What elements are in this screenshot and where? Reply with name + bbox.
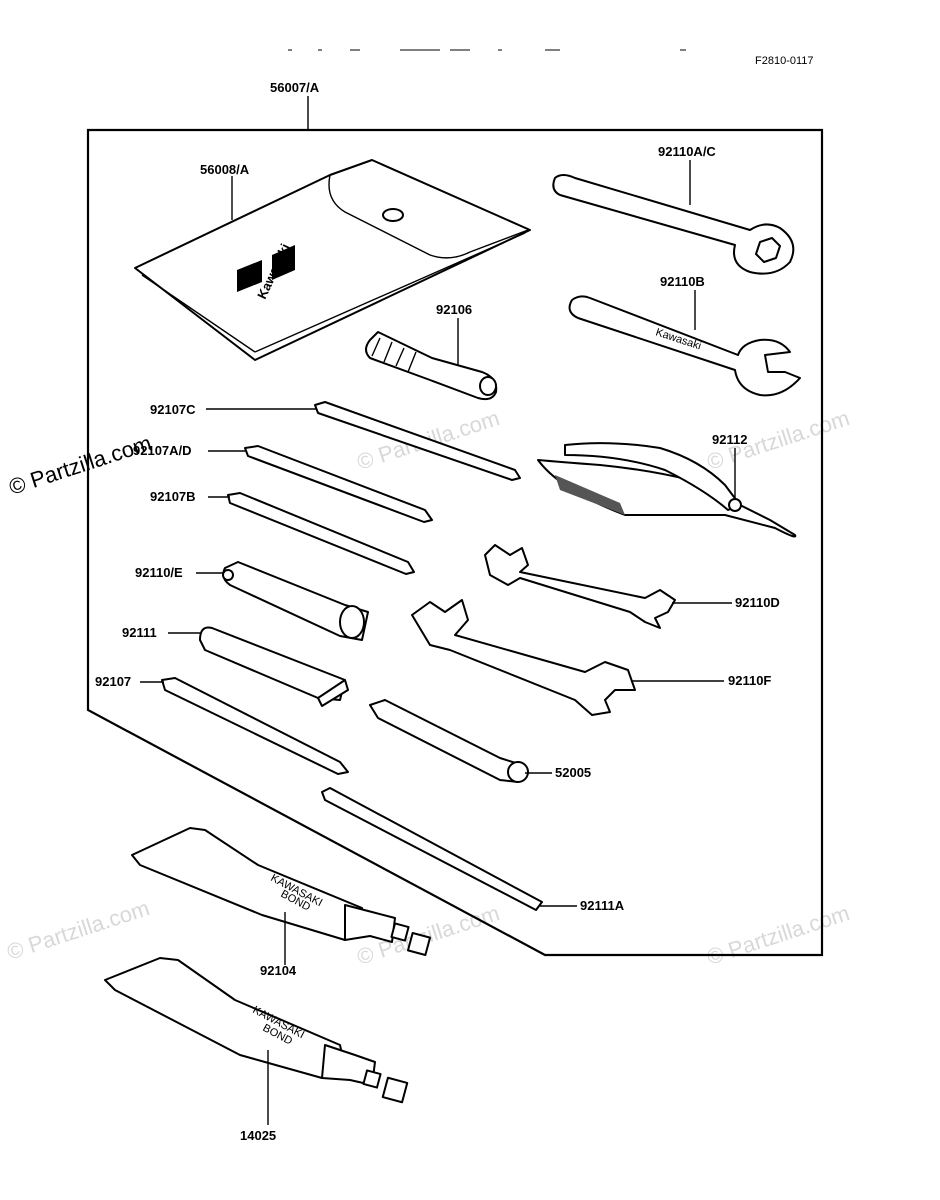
part-label-wrench-ac[interactable]: 92110A/C — [658, 144, 716, 159]
part-label-wrench-b[interactable]: 92110B — [660, 274, 705, 289]
screwdriver-bit — [161, 677, 349, 775]
kawasaki-logo-icon — [272, 245, 295, 280]
screwdriver-bit — [227, 492, 415, 575]
screwdriver-bit — [244, 445, 433, 523]
part-label-handle[interactable]: 92106 — [436, 302, 472, 317]
socket-driver — [369, 699, 529, 783]
plug-wrench — [222, 561, 369, 641]
watermark: © Partzilla.com — [4, 895, 153, 965]
part-label-screwdriver-ad[interactable]: 92107A/D — [133, 443, 192, 458]
screwdriver-bit — [314, 401, 521, 481]
bond-tube: KAWASAKI BOND — [104, 957, 409, 1104]
kit-frame — [86, 128, 824, 957]
figure-code: F2810-0117 — [755, 55, 814, 67]
part-label-bar-a[interactable]: 92111A — [580, 898, 625, 913]
part-label-wrench-d[interactable]: 92110D — [735, 595, 780, 610]
watermark-main: © Partzilla.com — [6, 430, 155, 500]
tool-pouch: Kawasaki — [134, 159, 531, 361]
part-label-bond-14025[interactable]: 14025 — [240, 1128, 276, 1143]
part-label-bond-92104[interactable]: 92104 — [260, 963, 297, 978]
part-label-wrench-f[interactable]: 92110F — [728, 673, 771, 688]
part-label-screwdriver-b[interactable]: 92107B — [150, 489, 196, 504]
part-label-plug-wrench-e[interactable]: 92110/E — [135, 565, 183, 580]
screwdriver-handle — [365, 331, 498, 401]
part-label-screwdriver[interactable]: 92107 — [95, 674, 131, 689]
part-label-socket[interactable]: 52005 — [555, 765, 591, 780]
part-label-screwdriver-c[interactable]: 92107C — [150, 402, 196, 417]
open-wrench — [484, 544, 676, 629]
part-label-kit[interactable]: 56007/A — [270, 80, 320, 95]
open-wrench: Kawasaki — [568, 295, 801, 397]
grip-texture — [555, 475, 625, 515]
extension-bar — [199, 626, 349, 707]
open-wrench — [411, 599, 636, 716]
bond-tube: KAWASAKI BOND — [131, 827, 432, 957]
part-label-bar-92111[interactable]: 92111 — [122, 625, 157, 640]
kawasaki-logo-icon — [237, 260, 262, 292]
part-label-pliers[interactable]: 92112 — [712, 432, 747, 447]
pliers — [537, 442, 797, 538]
box-wrench — [552, 174, 795, 275]
straight-bar — [321, 787, 543, 911]
part-label-pouch[interactable]: 56008/A — [200, 162, 250, 177]
watermark: © Partzilla.com — [704, 900, 853, 970]
